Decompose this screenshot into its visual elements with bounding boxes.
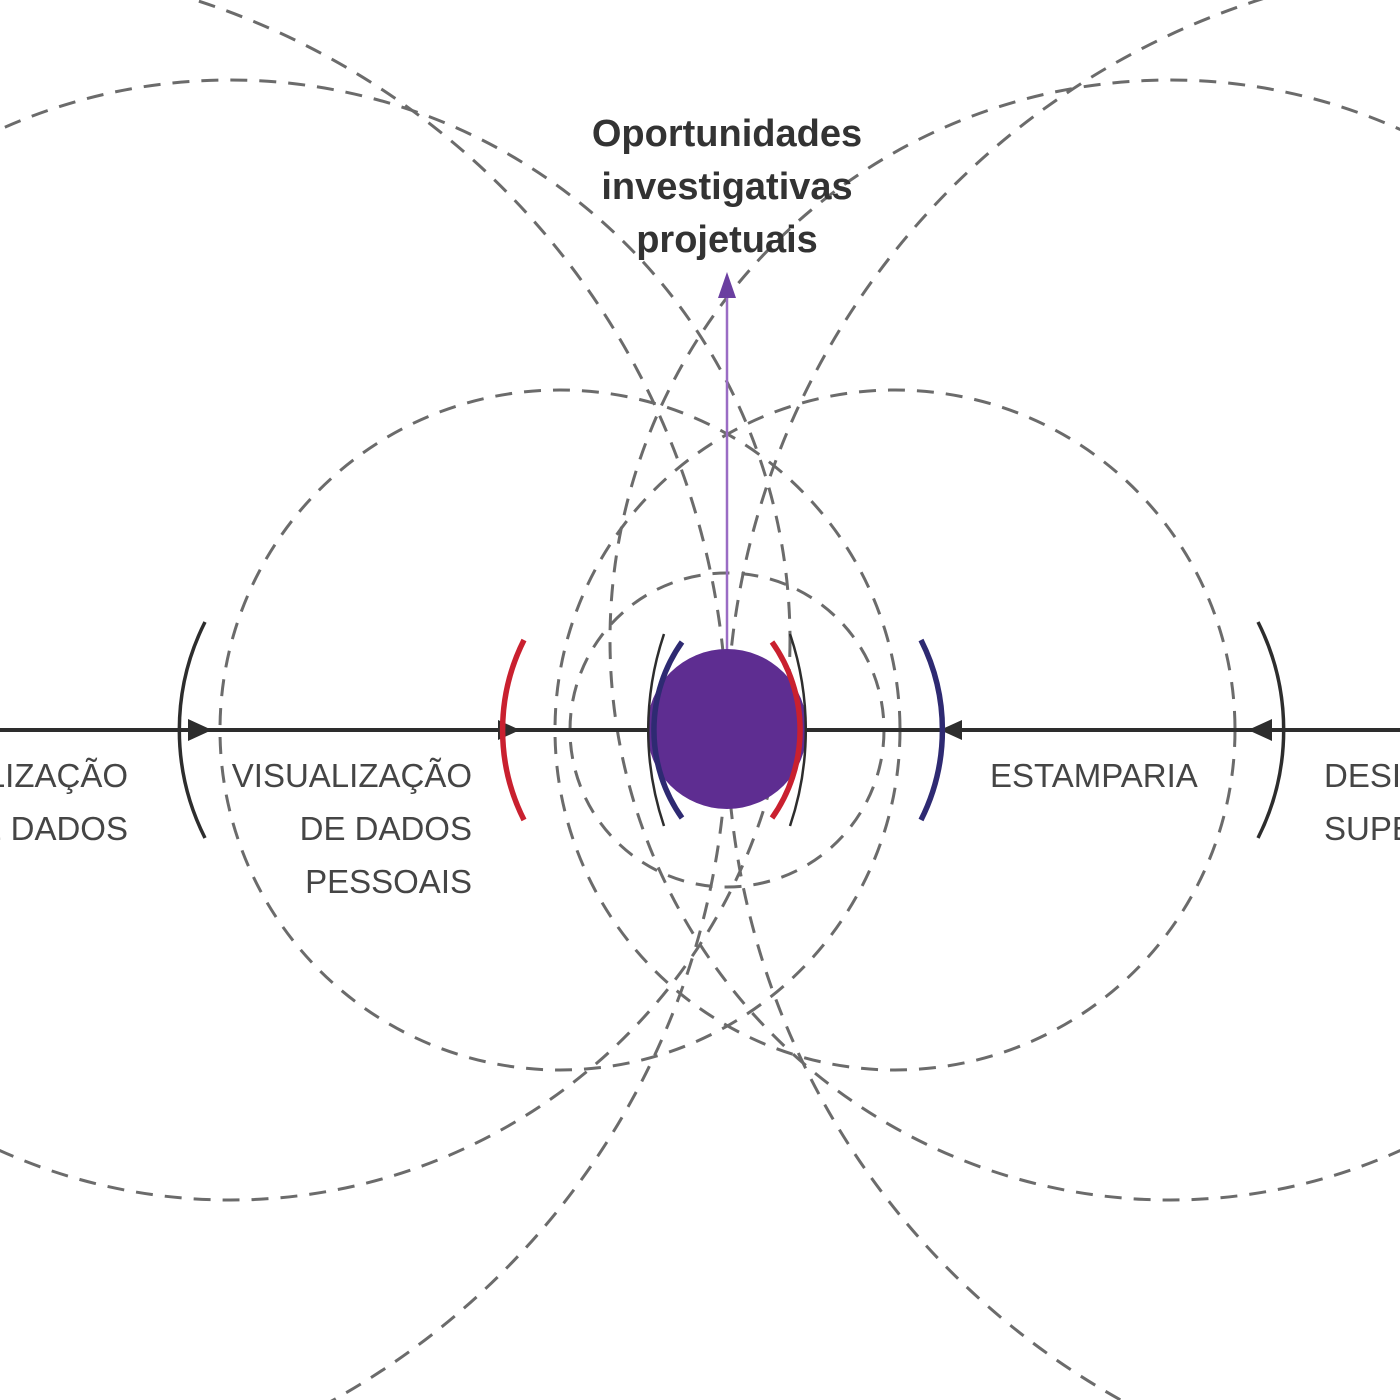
opportunity-arrow-head-icon [718, 272, 736, 298]
label-far-left-data-visualization: VISUALIZAÇÃO DE DADOS [0, 757, 128, 847]
navy-arc-left [651, 640, 685, 820]
bracket-arc-left [177, 621, 207, 839]
navy-arc-right [918, 638, 946, 822]
far-left-label-line-2: DE DADOS [0, 810, 128, 847]
far-left-label-line-1: VISUALIZAÇÃO [0, 757, 128, 794]
left-label-line-1: VISUALIZAÇÃO [232, 757, 472, 794]
field-circle-top-right [608, 78, 1400, 1202]
axis-arrow-left-outer-icon [1248, 719, 1272, 741]
label-personal-data-visualization: VISUALIZAÇÃO DE DADOS PESSOAIS [232, 757, 472, 900]
intersection-core-disc [647, 649, 807, 809]
axis-arrow-left-inner-icon [940, 720, 962, 740]
field-circle-far-left [189, 0, 729, 1400]
red-arc-right [769, 640, 803, 820]
red-arc-left [499, 638, 527, 822]
core-arc-right-thin [788, 633, 808, 827]
left-label-line-2: DE DADOS [300, 810, 472, 847]
bracket-arc-right [1256, 621, 1286, 839]
left-label-line-3: PESSOAIS [305, 863, 472, 900]
axis-arrow-right-outer-icon [188, 719, 212, 741]
label-estamparia: ESTAMPARIA [990, 757, 1198, 794]
diagram-title: Oportunidades investigativas projetuais [592, 113, 862, 261]
title-line-2: investigativas [601, 166, 852, 208]
title-line-3: projetuais [636, 219, 818, 261]
title-line-1: Oportunidades [592, 113, 862, 155]
far-right-label-line-1: DESIGN DE [1324, 757, 1400, 794]
core-arc-left-thin [646, 633, 666, 827]
far-right-label-line-2: SUPERFÍCIE [1324, 810, 1400, 847]
label-surface-design: DESIGN DE SUPERFÍCIE [1324, 757, 1400, 847]
field-circle-top-left [0, 78, 792, 1202]
